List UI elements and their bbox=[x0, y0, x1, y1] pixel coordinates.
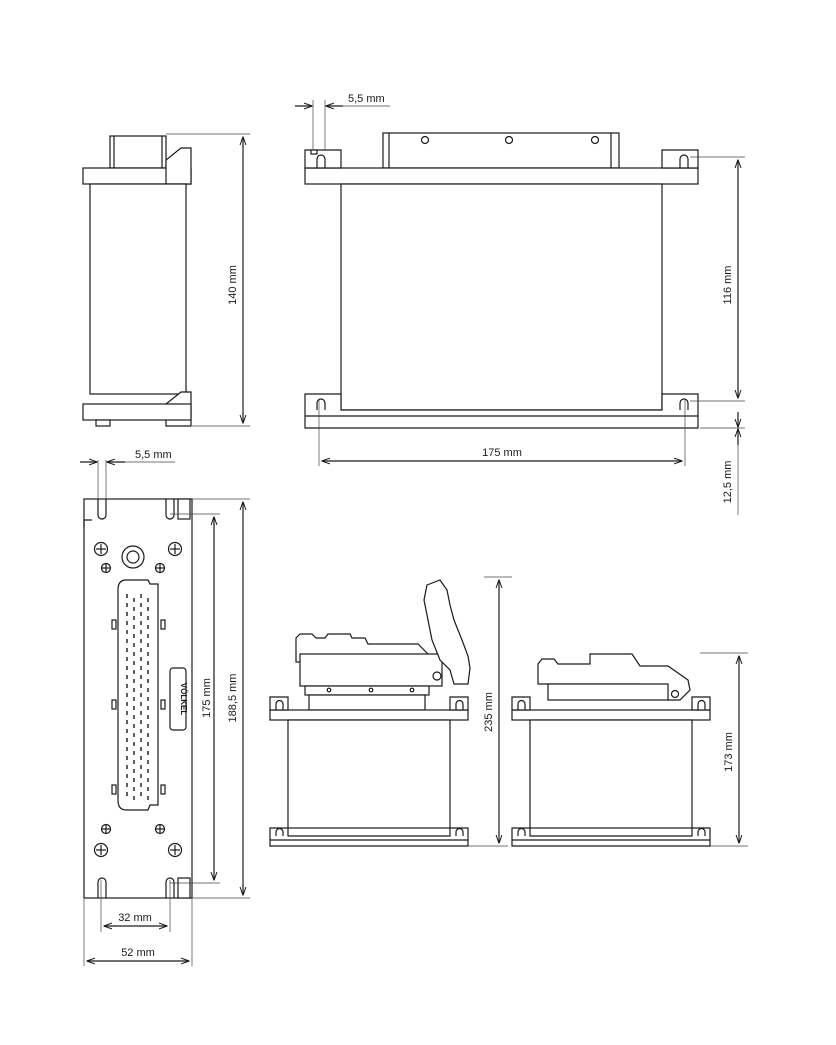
dim-140: 140 mm bbox=[166, 133, 250, 427]
screw-br bbox=[167, 842, 183, 858]
connector-tab bbox=[160, 699, 166, 710]
dim-52-label: 52 mm bbox=[121, 947, 155, 959]
dim-116: 116 mm bbox=[690, 156, 745, 402]
connector-tab bbox=[111, 619, 117, 630]
dim-5-5-top: 5,5 mm bbox=[295, 93, 390, 150]
dim-116-label: 116 mm bbox=[722, 266, 734, 305]
dim-12-5: 12,5 mm bbox=[700, 412, 745, 515]
screw-tl bbox=[93, 541, 109, 557]
dim-12-5-label: 12,5 mm bbox=[722, 461, 734, 504]
dim-52: 52 mm bbox=[83, 898, 193, 966]
screw-s3 bbox=[100, 823, 112, 835]
dim-32: 32 mm bbox=[100, 880, 171, 932]
dim-175-width: 175 mm bbox=[318, 400, 686, 466]
brand-label: VÖLKEL bbox=[179, 683, 188, 716]
connector-tab bbox=[160, 784, 166, 795]
dim-5-5-top-label: 5,5 mm bbox=[348, 93, 385, 105]
dim-5-5-front-label: 5,5 mm bbox=[135, 449, 172, 461]
connector-body bbox=[117, 579, 159, 811]
top-view bbox=[304, 132, 699, 429]
screw-s4 bbox=[154, 823, 166, 835]
side-view bbox=[82, 135, 192, 427]
side-view-lever-open bbox=[269, 579, 471, 847]
connector-tab bbox=[111, 784, 117, 795]
screw-s2 bbox=[154, 562, 166, 574]
side-view-lever-closed bbox=[511, 653, 711, 847]
contact-pins bbox=[111, 594, 166, 800]
screw-bl bbox=[93, 842, 109, 858]
dim-175-height: 175 mm bbox=[170, 513, 220, 884]
connector-tab bbox=[160, 619, 166, 630]
dim-140-label: 140 mm bbox=[227, 265, 239, 305]
dim-188-5-label: 188,5 mm bbox=[227, 674, 239, 723]
dim-173-label: 173 mm bbox=[723, 732, 735, 772]
dim-188-5: 188,5 mm bbox=[192, 498, 250, 899]
screw-tr bbox=[167, 541, 183, 557]
dim-173: 173 mm bbox=[700, 652, 748, 847]
front-view: VÖLKEL bbox=[83, 498, 193, 899]
dim-175-width-label: 175 mm bbox=[482, 447, 522, 459]
brand-plate bbox=[169, 667, 187, 731]
dim-235-label: 235 mm bbox=[483, 692, 495, 732]
dim-32-label: 32 mm bbox=[118, 912, 152, 924]
dim-175-height-label: 175 mm bbox=[201, 678, 213, 718]
dim-5-5-front: 5,5 mm bbox=[80, 449, 175, 499]
screw-s1 bbox=[100, 562, 112, 574]
dim-235: 235 mm bbox=[468, 576, 512, 847]
connector-tab bbox=[111, 699, 117, 710]
